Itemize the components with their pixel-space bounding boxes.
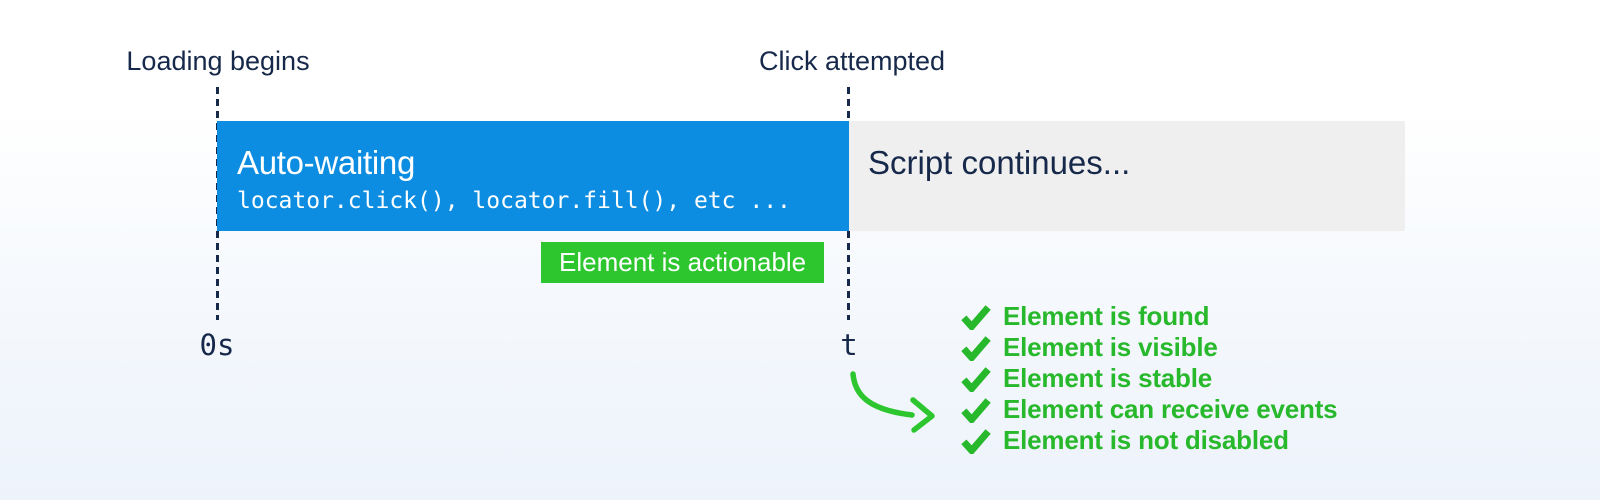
auto-waiting-title: Auto-waiting [237, 144, 415, 181]
checkmark-icon [961, 304, 991, 330]
checklist-item-label: Element is found [1003, 301, 1210, 331]
loading-begins-label: Loading begins [126, 46, 310, 76]
actionability-checklist: Element is found Element is visible Elem… [960, 301, 1338, 456]
script-continues-box: Script continues... [849, 121, 1405, 231]
checklist-item-label: Element is not disabled [1003, 425, 1289, 455]
end-time-label: t [840, 328, 858, 362]
checklist-item-label: Element is stable [1003, 363, 1213, 393]
checklist-item: Element is visible [960, 332, 1337, 363]
auto-waiting-code: locator.click(), locator.fill(), etc ... [237, 188, 791, 214]
start-time-label: 0s [199, 328, 235, 362]
checklist-item-label: Element can receive events [1003, 394, 1338, 424]
checkmark-icon [961, 366, 991, 392]
checklist-item: Element can receive events [960, 394, 1338, 425]
checkmark-icon [961, 428, 991, 454]
checklist-item: Element is stable [960, 363, 1337, 394]
checklist-item: Element is not disabled [960, 425, 1337, 456]
element-actionable-badge: Element is actionable [541, 242, 825, 283]
checkmark-icon [961, 397, 991, 423]
curved-arrow-icon [850, 371, 935, 433]
click-attempted-label: Click attempted [758, 46, 946, 76]
checkmark-icon [961, 335, 991, 361]
script-continues-label: Script continues... [868, 144, 1131, 181]
checklist-item: Element is found [960, 301, 1337, 332]
auto-waiting-box: Auto-waiting locator.click(), locator.fi… [217, 121, 849, 231]
checklist-item-label: Element is visible [1003, 332, 1218, 362]
